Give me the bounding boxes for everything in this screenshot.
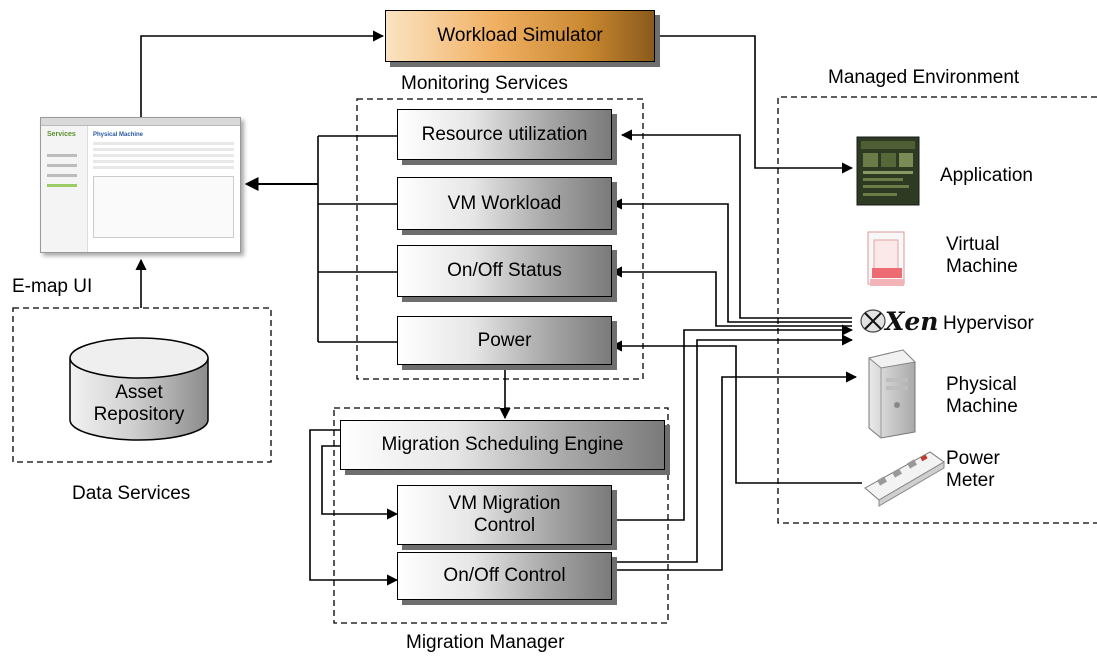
arrow-vmmig-to-hv xyxy=(612,324,854,521)
monitoring-services-group xyxy=(356,98,644,380)
emap-panel xyxy=(93,176,234,238)
power-meter-label: Power Meter xyxy=(946,448,1000,491)
physical-machine-icon xyxy=(867,349,917,439)
arrow-hv-to-resource xyxy=(620,129,852,319)
connectors xyxy=(135,30,862,586)
emap-brand: Services xyxy=(47,131,76,138)
migration-scheduling-engine-box: Migration Scheduling Engine xyxy=(340,420,665,470)
application-label: Application xyxy=(940,165,1033,186)
workload-simulator-box: Workload Simulator xyxy=(385,10,655,62)
xen-logo-text: Xen xyxy=(883,307,938,336)
emap-nav-item xyxy=(47,174,77,177)
power-meter-icon xyxy=(864,451,945,507)
monitoring-services-label: Monitoring Services xyxy=(401,73,568,94)
arrow-simulator-to-application xyxy=(655,35,854,174)
onoff-status-box: On/Off Status xyxy=(397,245,612,297)
emap-table-row xyxy=(93,142,234,145)
arrow-ui-to-simulator xyxy=(140,30,385,117)
data-services-group xyxy=(12,307,272,463)
resource-utilization-box: Resource utilization xyxy=(397,109,612,160)
asset-repository-label: Asset Repository xyxy=(93,382,185,425)
managed-environment-group xyxy=(777,96,1097,524)
emap-table-row xyxy=(93,160,234,163)
emap-table-row xyxy=(93,154,234,157)
xen-hypervisor-icon: Xen xyxy=(860,307,938,336)
hypervisor-label: Hypervisor xyxy=(943,313,1034,334)
arrow-hv-to-vmworkload xyxy=(610,198,852,323)
emap-table-row xyxy=(93,166,234,169)
emap-ui-label: E-map UI xyxy=(12,276,93,297)
emap-window-titlebar xyxy=(41,118,240,126)
physical-machine-label: Physical Machine xyxy=(946,374,1018,417)
virtual-machine-icon xyxy=(867,231,905,286)
virtual-machine-label: Virtual Machine xyxy=(946,234,1018,277)
emap-nav-item xyxy=(47,164,77,167)
emap-table-row xyxy=(93,148,234,151)
data-services-label: Data Services xyxy=(72,483,191,504)
vm-workload-box: VM Workload xyxy=(397,177,612,230)
managed-environment-label: Managed Environment xyxy=(828,67,1020,88)
vm-migration-control-box: VM Migration Control xyxy=(397,485,612,545)
emap-nav-item xyxy=(47,184,77,187)
power-box: Power xyxy=(397,316,612,365)
emap-sidebar xyxy=(41,126,88,252)
asset-repository-cylinder xyxy=(69,337,209,441)
onoff-control-box: On/Off Control xyxy=(397,552,612,600)
migration-manager-label: Migration Manager xyxy=(406,632,565,653)
application-icon xyxy=(856,136,920,206)
arrow-hv-to-onoff xyxy=(610,266,852,327)
migration-manager-group xyxy=(333,407,669,624)
emap-nav-item xyxy=(47,154,77,157)
arrow-onoff-to-hv xyxy=(612,334,854,563)
emap-title: Physical Machine xyxy=(93,132,144,138)
emap-ui-screenshot: Services Physical Machine xyxy=(40,117,241,253)
arrow-meter-to-power xyxy=(610,340,862,484)
arrow-onoff-to-physical xyxy=(612,371,858,571)
